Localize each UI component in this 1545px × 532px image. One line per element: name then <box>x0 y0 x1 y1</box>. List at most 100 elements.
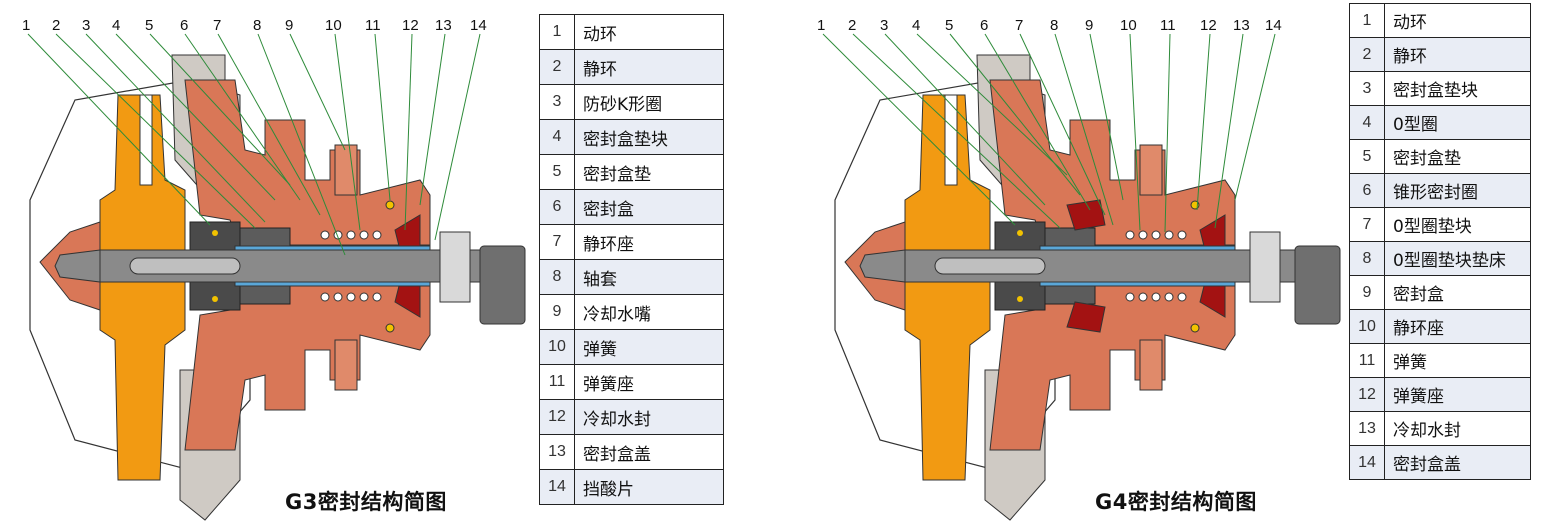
callout-5: 5 <box>945 17 953 34</box>
legend-label: 密封盒垫 <box>574 154 724 190</box>
legend-label: 密封盒盖 <box>574 434 724 470</box>
callout-2: 2 <box>848 17 856 34</box>
legend-number: 10 <box>539 329 575 365</box>
legend-number: 12 <box>1349 377 1385 412</box>
g4-seal-diagram: 1 2 3 4 5 6 7 8 9 10 11 12 13 14 G4密封结构简… <box>805 0 1345 532</box>
leader-lines <box>27 33 481 256</box>
callout-14: 14 <box>470 17 487 34</box>
legend-number: 12 <box>539 399 575 435</box>
impeller <box>99 94 186 481</box>
springs-top <box>320 230 382 240</box>
o-ring-bottom <box>1190 323 1200 333</box>
callout-1: 1 <box>22 17 30 34</box>
keyway <box>934 257 1046 275</box>
legend-label: 动环 <box>1384 3 1531 38</box>
keyway <box>129 257 241 275</box>
callout-7: 7 <box>1015 17 1023 34</box>
nut <box>1249 231 1281 303</box>
g3-callouts: 1 2 3 4 5 6 7 8 9 10 11 12 13 14 <box>22 17 487 34</box>
g3-caption: G3密封结构简图 <box>285 490 447 514</box>
legend-number: 8 <box>539 259 575 295</box>
legend-label: 密封盒 <box>574 189 724 225</box>
legend-number: 2 <box>539 49 575 85</box>
legend-label: 0型圈垫块垫床 <box>1384 241 1531 276</box>
legend-label: 密封盒垫块 <box>1384 71 1531 106</box>
legend-number: 14 <box>1349 445 1385 480</box>
legend-number: 11 <box>1349 343 1385 378</box>
static-ring-bottom <box>1044 285 1096 305</box>
callout-11: 11 <box>1160 17 1176 34</box>
legend-number: 4 <box>539 119 575 155</box>
seal-ring-top <box>994 221 1046 251</box>
legend-label: 冷却水封 <box>574 399 724 435</box>
leader-lines <box>822 33 1276 233</box>
legend-number: 5 <box>539 154 575 190</box>
legend-number: 2 <box>1349 37 1385 72</box>
legend-label: 密封盒盖 <box>1384 445 1531 480</box>
legend-label: 0型圈垫块 <box>1384 207 1531 242</box>
shaft-tip <box>859 249 906 283</box>
legend-label: 轴套 <box>574 259 724 295</box>
legend-label: 弹簧座 <box>574 364 724 400</box>
legend-number: 11 <box>539 364 575 400</box>
callout-6: 6 <box>980 17 988 34</box>
legend-label: 密封盒垫 <box>1384 139 1531 174</box>
cooling-nozzle-top <box>334 144 358 196</box>
cooling-nozzle-bottom <box>1139 339 1163 391</box>
callout-14: 14 <box>1265 17 1282 34</box>
legend-number: 1 <box>539 14 575 50</box>
legend-label: 静环座 <box>574 224 724 260</box>
o-ring-bottom <box>385 323 395 333</box>
g4-cross-section: 1 2 3 4 5 6 7 8 9 10 11 12 13 14 <box>817 17 1341 521</box>
callout-12: 12 <box>1200 17 1217 34</box>
legend-number: 10 <box>1349 309 1385 344</box>
legend-label: 弹簧 <box>1384 343 1531 378</box>
g3-seal-diagram: 1 2 3 4 5 6 7 8 9 10 11 12 13 14 G3密封结构简… <box>0 0 535 532</box>
legend-label: 0型圈 <box>1384 105 1531 140</box>
o-ring-small-bottom <box>1017 296 1023 302</box>
o-ring-top <box>385 200 395 210</box>
static-ring-bottom <box>239 285 291 305</box>
legend-number: 14 <box>539 469 575 505</box>
callout-4: 4 <box>912 17 920 34</box>
legend-number: 7 <box>1349 207 1385 242</box>
callout-9: 9 <box>285 17 293 34</box>
legend-label: 弹簧座 <box>1384 377 1531 412</box>
g3-cross-section: 1 2 3 4 5 6 7 8 9 10 11 12 13 14 <box>22 17 526 521</box>
callout-7: 7 <box>213 17 221 34</box>
springs-top <box>1125 230 1187 240</box>
legend-label: 静环 <box>1384 37 1531 72</box>
o-ring-small-bottom <box>212 296 218 302</box>
legend-number: 9 <box>539 294 575 330</box>
shaft-end <box>479 245 526 325</box>
conical-seal-bottom <box>1066 301 1106 333</box>
callout-6: 6 <box>180 17 188 34</box>
g4-callouts: 1 2 3 4 5 6 7 8 9 10 11 12 13 14 <box>817 17 1282 34</box>
legend-number: 13 <box>539 434 575 470</box>
callout-9: 9 <box>1085 17 1093 34</box>
callout-10: 10 <box>325 17 342 34</box>
legend-number: 7 <box>539 224 575 260</box>
static-ring-top <box>1044 227 1096 247</box>
springs-bottom <box>1125 292 1187 302</box>
legend-label: 防砂K形圈 <box>574 84 724 120</box>
callout-13: 13 <box>1233 17 1250 34</box>
